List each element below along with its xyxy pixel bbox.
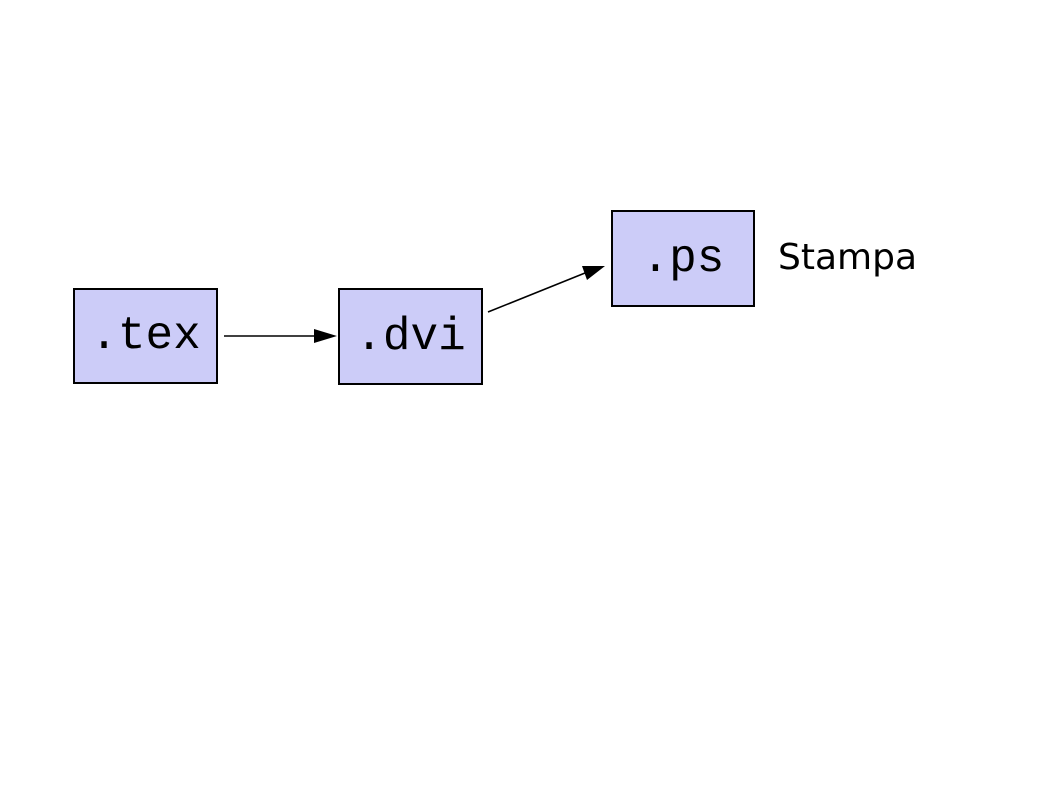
- annotation-stampa: Stampa: [778, 237, 918, 278]
- arrow-tex-to-dvi: [224, 329, 337, 343]
- node-dvi: .dvi: [338, 288, 483, 385]
- node-dvi-label: .dvi: [355, 310, 466, 363]
- node-ps: .ps: [611, 210, 755, 307]
- node-tex-label: .tex: [90, 310, 201, 362]
- node-tex: .tex: [73, 288, 218, 384]
- arrow-dvi-to-ps: [487, 266, 605, 313]
- node-ps-label: .ps: [641, 232, 725, 285]
